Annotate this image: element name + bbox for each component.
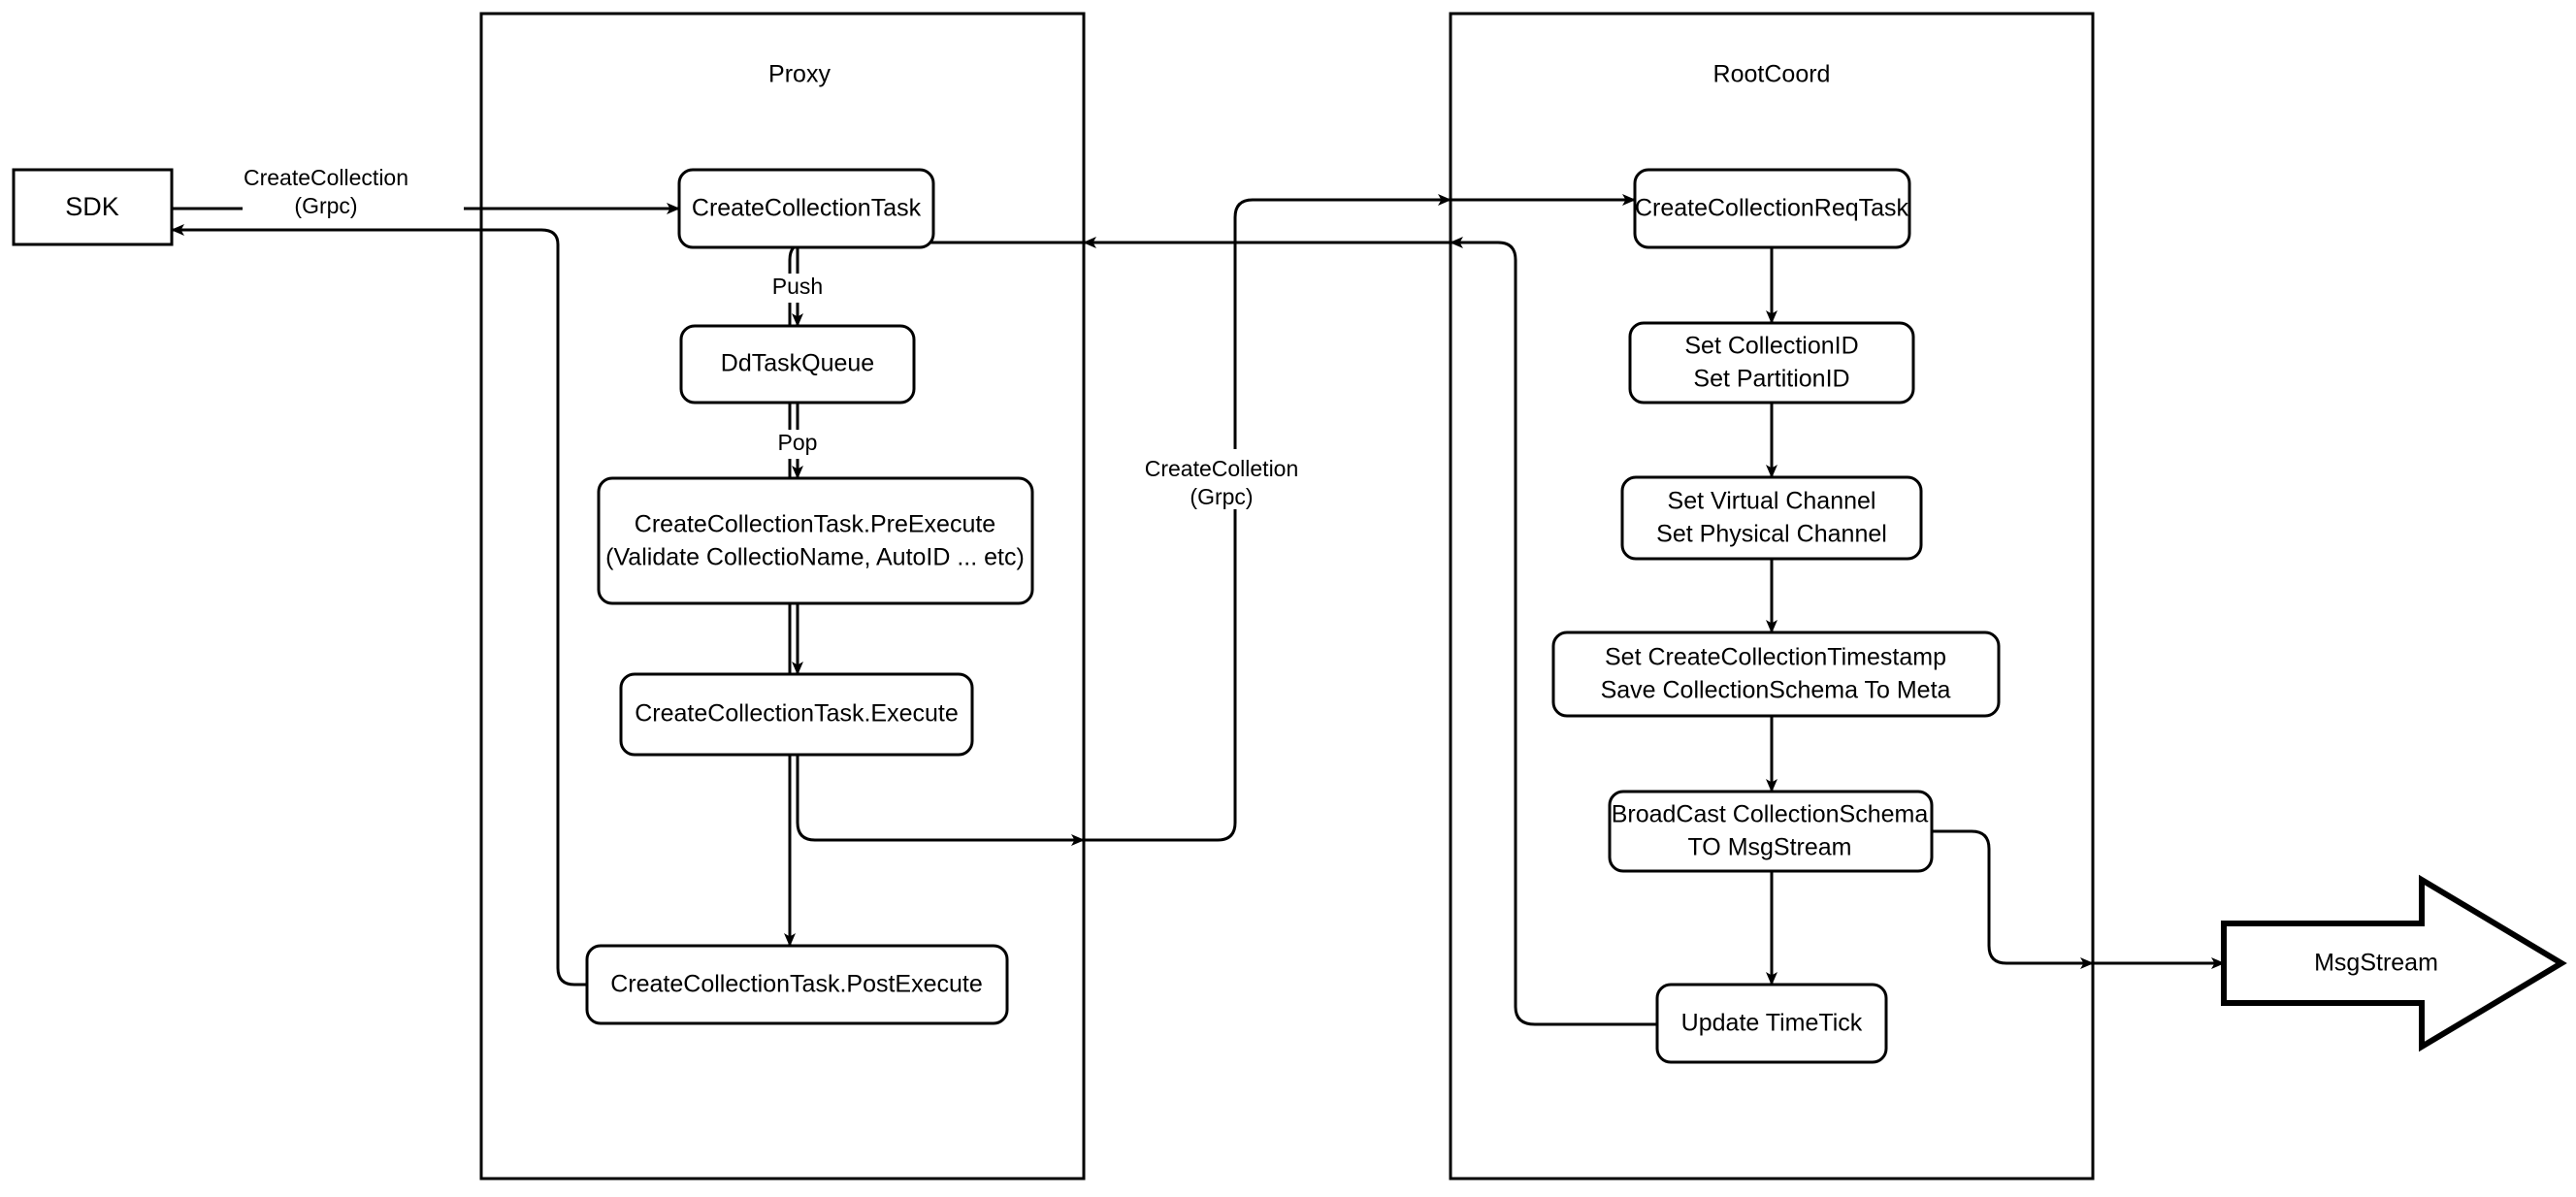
edge-label-pop-bg [765,430,831,459]
node-execute-label: CreateCollectionTask.Execute [635,700,959,728]
node-dd-task-queue-label: DdTaskQueue [721,350,874,377]
node-save-meta-rect[interactable] [1551,631,2001,718]
node-set-channel[interactable]: Set Virtual Channel Set Physical Channel [1620,475,1923,561]
node-set-channel-label-line1: Set Virtual Channel [1668,488,1876,515]
edge-execute-to-create-collection-req-task [796,194,1636,842]
node-set-collection-id-label-line2: Set PartitionID [1693,366,1849,393]
edge-label-push-text: Push [772,274,823,299]
edge-label-proxy-rootcoord-grpc: CreateColletion (Grpc) [1128,449,1342,509]
node-set-collection-id-label-line1: Set CollectionID [1684,333,1858,360]
edge-label-proxy-rootcoord-grpc-bg [1128,449,1342,509]
node-broadcast-label-line1: BroadCast CollectionSchema [1612,801,1929,828]
node-post-execute-label: CreateCollectionTask.PostExecute [610,971,983,998]
node-broadcast-collection-schema[interactable]: BroadCast CollectionSchema TO MsgStream [1608,790,1934,873]
edge-label-push-bg [759,274,836,303]
node-update-timetick[interactable]: Update TimeTick [1655,983,1888,1064]
node-set-collection-id-rect[interactable] [1628,321,1915,404]
node-save-meta-label-line2: Save CollectionSchema To Meta [1601,677,1951,704]
edge-broadcast-to-msgstream [1932,829,2225,969]
node-execute[interactable]: CreateCollectionTask.Execute [619,672,974,757]
sdk-node-rect[interactable] [12,168,174,246]
node-save-meta[interactable]: Set CreateCollectionTimestamp Save Colle… [1551,631,2001,718]
node-create-collection-task-rect[interactable] [677,168,935,249]
node-dd-task-queue[interactable]: DdTaskQueue [679,324,916,404]
node-dd-task-queue-rect[interactable] [679,324,916,404]
proxy-container-title: Proxy [768,61,831,88]
sdk-node[interactable]: SDK [12,168,174,246]
node-set-channel-label-line2: Set Physical Channel [1656,521,1887,548]
msgstream-arrow-shape[interactable] [2221,874,2567,1052]
edge-label-proxy-rootcoord-grpc-line1: CreateColletion [1145,456,1299,481]
edge-label-pop: Pop [765,430,831,459]
msgstream-node-label: MsgStream [2314,950,2438,977]
edge-label-sdk-grpc-line2: (Grpc) [294,193,357,218]
node-pre-execute-label-line2: (Validate CollectioName, AutoID ... etc) [605,544,1025,571]
edge-label-push: Push [759,274,836,303]
node-pre-execute-rect[interactable] [597,476,1034,605]
node-create-collection-task-label: CreateCollectionTask [692,195,922,222]
edge-label-proxy-rootcoord-grpc-line2: (Grpc) [1190,484,1253,509]
node-broadcast-collection-schema-rect[interactable] [1608,790,1934,873]
node-create-collection-req-task-rect[interactable] [1633,168,1911,249]
node-set-channel-rect[interactable] [1620,475,1923,561]
edge-label-sdk-grpc-line1: CreateCollection [244,165,408,190]
node-set-collection-id[interactable]: Set CollectionID Set PartitionID [1628,321,1915,404]
node-execute-rect[interactable] [619,672,974,757]
edge-label-sdk-grpc-bg [243,163,464,223]
node-post-execute-rect[interactable] [585,944,1009,1025]
node-pre-execute[interactable]: CreateCollectionTask.PreExecute (Validat… [597,476,1034,605]
node-broadcast-label-line2: TO MsgStream [1687,834,1851,861]
node-pre-execute-label-line1: CreateCollectionTask.PreExecute [635,511,995,538]
sdk-node-label: SDK [65,192,119,221]
node-create-collection-task[interactable]: CreateCollectionTask [677,168,935,249]
msgstream-node[interactable]: MsgStream [2221,874,2567,1052]
rootcoord-container-title: RootCoord [1713,61,1831,88]
node-post-execute[interactable]: CreateCollectionTask.PostExecute [585,944,1009,1025]
node-update-timetick-rect[interactable] [1655,983,1888,1064]
node-create-collection-req-task[interactable]: CreateCollectionReqTask [1633,168,1911,249]
node-update-timetick-label: Update TimeTick [1681,1010,1863,1037]
node-create-collection-req-task-label: CreateCollectionReqTask [1635,195,1909,222]
edge-label-pop-text: Pop [778,430,818,455]
edge-post-execute-to-sdk [171,224,587,987]
edge-label-sdk-grpc: CreateCollection (Grpc) [243,163,464,223]
node-save-meta-label-line1: Set CreateCollectionTimestamp [1605,644,1946,671]
